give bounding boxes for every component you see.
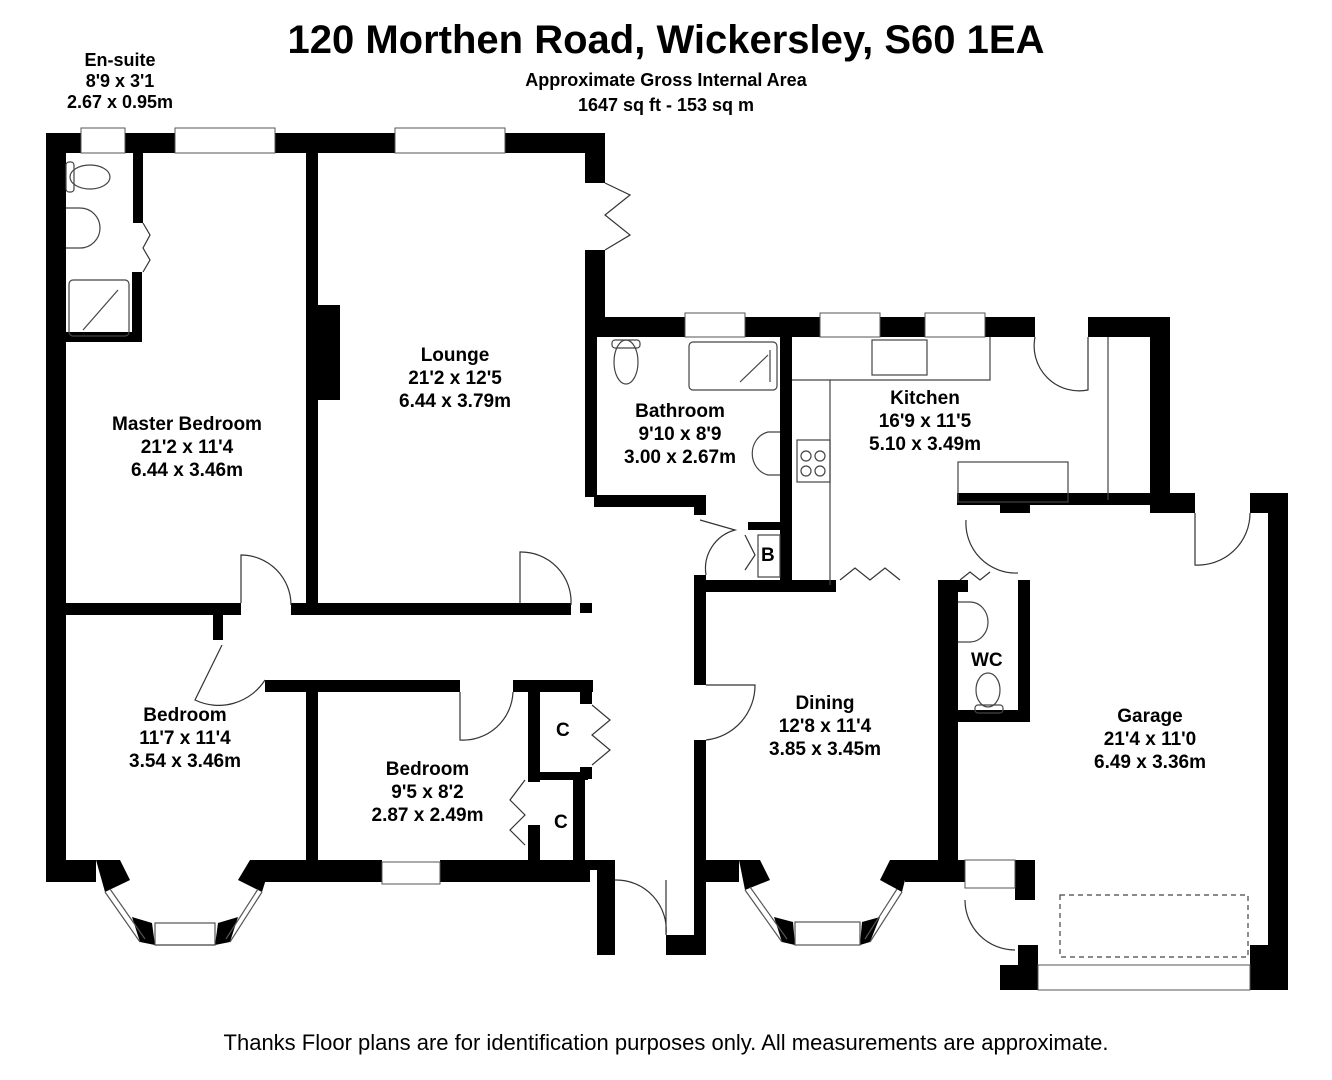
fixtures [65, 161, 1249, 958]
room-wc-label: WC [971, 650, 1003, 671]
room-imperial: 9'5 x 8'2 [391, 782, 464, 803]
room-name: Bedroom [385, 759, 470, 780]
disclaimer-footer: Thanks Floor plans are for identificatio… [223, 1030, 1109, 1055]
room-imperial: 11'7 x 11'4 [139, 728, 231, 749]
room-dining-label: Dining 12'8 x 11'4 3.85 x 3.45m [745, 692, 905, 761]
area-value: 1647 sq ft - 153 sq m [577, 95, 755, 115]
property-address-title: 120 Morthen Road, Wickersley, S60 1EA [287, 18, 1045, 62]
room-name: En-suite [84, 50, 156, 70]
room-metric: 6.49 x 3.36m [1094, 752, 1206, 773]
cupboard-marker-1: C [556, 720, 570, 741]
room-imperial: 16'9 x 11'5 [878, 411, 972, 432]
room-imperial: 9'10 x 8'9 [638, 424, 722, 445]
room-master-bedroom-label: Master Bedroom 21'2 x 11'4 6.44 x 3.46m [78, 413, 296, 482]
room-name: Garage [1117, 706, 1183, 727]
room-lounge-label: Lounge 21'2 x 12'5 6.44 x 3.79m [350, 344, 560, 413]
room-bedroom-3-label: Bedroom 9'5 x 8'2 2.87 x 2.49m [340, 758, 515, 827]
room-name: Dining [795, 693, 855, 714]
room-name: Master Bedroom [112, 414, 262, 435]
room-metric: 3.54 x 3.46m [129, 751, 241, 772]
room-name: Kitchen [890, 388, 960, 409]
room-kitchen-label: Kitchen 16'9 x 11'5 5.10 x 3.49m [840, 387, 1010, 456]
room-name: Bedroom [143, 705, 227, 726]
room-imperial: 8'9 x 3'1 [85, 71, 155, 91]
cupboard-marker-2: C [554, 812, 568, 833]
room-metric: 6.44 x 3.79m [399, 391, 511, 412]
room-metric: 3.00 x 2.67m [624, 447, 736, 468]
room-metric: 2.87 x 2.49m [371, 805, 484, 826]
door-swings [142, 182, 1251, 951]
room-imperial: 21'2 x 12'5 [408, 368, 502, 389]
area-heading: Approximate Gross Internal Area [525, 70, 807, 90]
room-ensuite-label: En-suite 8'9 x 3'1 2.67 x 0.95m [40, 50, 200, 113]
bay-window-dining [739, 860, 910, 945]
bay-window-bedroom [96, 860, 272, 945]
room-bedroom-2-label: Bedroom 11'7 x 11'4 3.54 x 3.46m [100, 704, 270, 773]
room-metric: 5.10 x 3.49m [869, 434, 981, 455]
room-bathroom-label: Bathroom 9'10 x 8'9 3.00 x 2.67m [600, 400, 760, 469]
room-metric: 3.85 x 3.45m [769, 739, 881, 760]
room-garage-label: Garage 21'4 x 11'0 6.49 x 3.36m [1070, 705, 1230, 774]
room-metric: 2.67 x 0.95m [66, 92, 174, 112]
room-name: Bathroom [635, 401, 725, 422]
windows [80, 127, 1251, 991]
room-metric: 6.44 x 3.46m [131, 460, 243, 481]
boiler-marker: B [761, 545, 775, 566]
room-imperial: 21'2 x 11'4 [140, 437, 234, 458]
room-imperial: 12'8 x 11'4 [778, 716, 872, 737]
room-imperial: 21'4 x 11'0 [1103, 729, 1197, 750]
walls [46, 133, 1288, 990]
room-name: Lounge [420, 345, 490, 366]
